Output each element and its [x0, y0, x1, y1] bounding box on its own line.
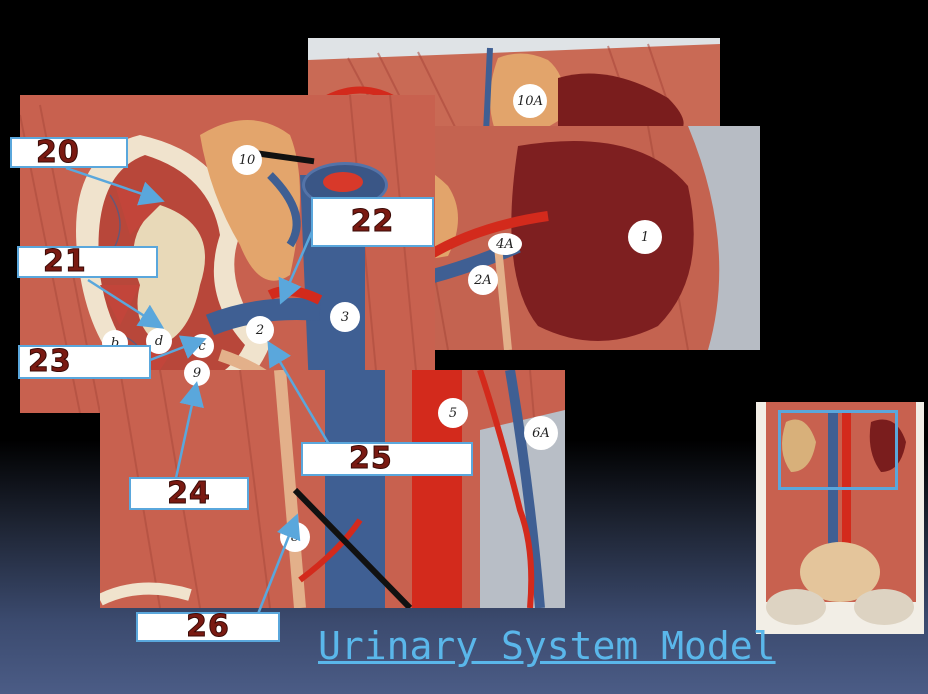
inset-highlight-frame — [778, 410, 898, 490]
label-23: 23 — [28, 344, 72, 379]
pin-3: 3 — [330, 302, 360, 332]
label-22: 22 — [350, 204, 395, 239]
label-box-24[interactable]: 24 — [129, 477, 249, 510]
label-24: 24 — [167, 475, 211, 511]
label-21: 21 — [43, 244, 87, 279]
photo-right-kidney — [388, 126, 760, 350]
pin-10a: 10A — [513, 84, 547, 118]
pin-2a: 2A — [468, 265, 498, 295]
pin-4a: 4A — [488, 233, 522, 255]
pin-10: 10 — [232, 145, 262, 175]
label-20: 20 — [36, 134, 80, 170]
pin-5: 5 — [438, 398, 468, 428]
pin-8: 8 — [280, 522, 310, 552]
label-box-22[interactable]: 22 — [311, 197, 434, 247]
pin-2: 2 — [246, 316, 274, 344]
pin-6a: 6A — [524, 416, 558, 450]
label-box-23[interactable]: 23 — [18, 345, 151, 379]
label-box-26[interactable]: 26 — [136, 609, 280, 644]
label-25: 25 — [349, 441, 393, 476]
pin-9: 9 — [184, 360, 210, 386]
label-box-20[interactable]: 20 — [10, 137, 128, 168]
urinary-system-model-link[interactable]: Urinary System Model — [318, 624, 776, 668]
label-box-21[interactable]: 21 — [17, 246, 158, 278]
label-box-25[interactable]: 25 — [301, 442, 473, 476]
pin-c: c — [190, 334, 214, 358]
label-26: 26 — [186, 609, 230, 644]
model-inset-photo — [756, 402, 924, 634]
pin-1: 1 — [628, 220, 662, 254]
